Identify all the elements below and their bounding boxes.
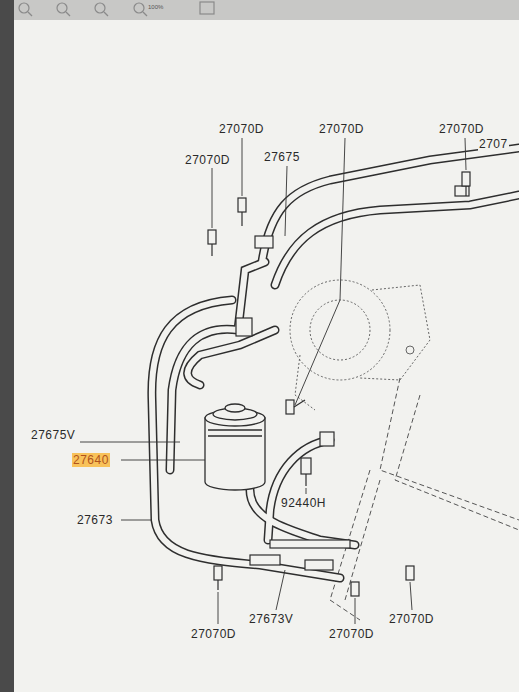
highlighted-part-number: 27640 bbox=[72, 453, 110, 467]
part-number: 27070D bbox=[184, 153, 231, 167]
part-number: 27070D bbox=[438, 122, 485, 136]
compressor bbox=[290, 280, 430, 410]
part-number: 27070D bbox=[318, 122, 365, 136]
toolbar bbox=[0, 0, 519, 20]
part-number: 27070D bbox=[190, 627, 237, 641]
part-number: 27675V bbox=[30, 428, 76, 442]
hose-inner bbox=[152, 148, 519, 578]
part-number: 27070D bbox=[388, 612, 435, 626]
part-number: 2707 bbox=[478, 137, 509, 151]
screen-edge bbox=[0, 0, 14, 692]
part-number: 27673 bbox=[76, 513, 114, 527]
part-number: 27675 bbox=[263, 150, 301, 164]
part-number: 27070D bbox=[328, 627, 375, 641]
part-number: 27673V bbox=[248, 612, 294, 626]
part-number: 92440H bbox=[280, 496, 327, 510]
leader-lines bbox=[80, 138, 466, 624]
hose-outline bbox=[152, 148, 519, 578]
part-number: 27070D bbox=[218, 122, 265, 136]
engine-outline bbox=[330, 378, 519, 620]
receiver-drier bbox=[205, 404, 265, 490]
toolbar-icons bbox=[19, 2, 214, 16]
clamps bbox=[236, 186, 469, 570]
bolts bbox=[208, 172, 470, 596]
zoom-level: 100% bbox=[147, 4, 164, 11]
